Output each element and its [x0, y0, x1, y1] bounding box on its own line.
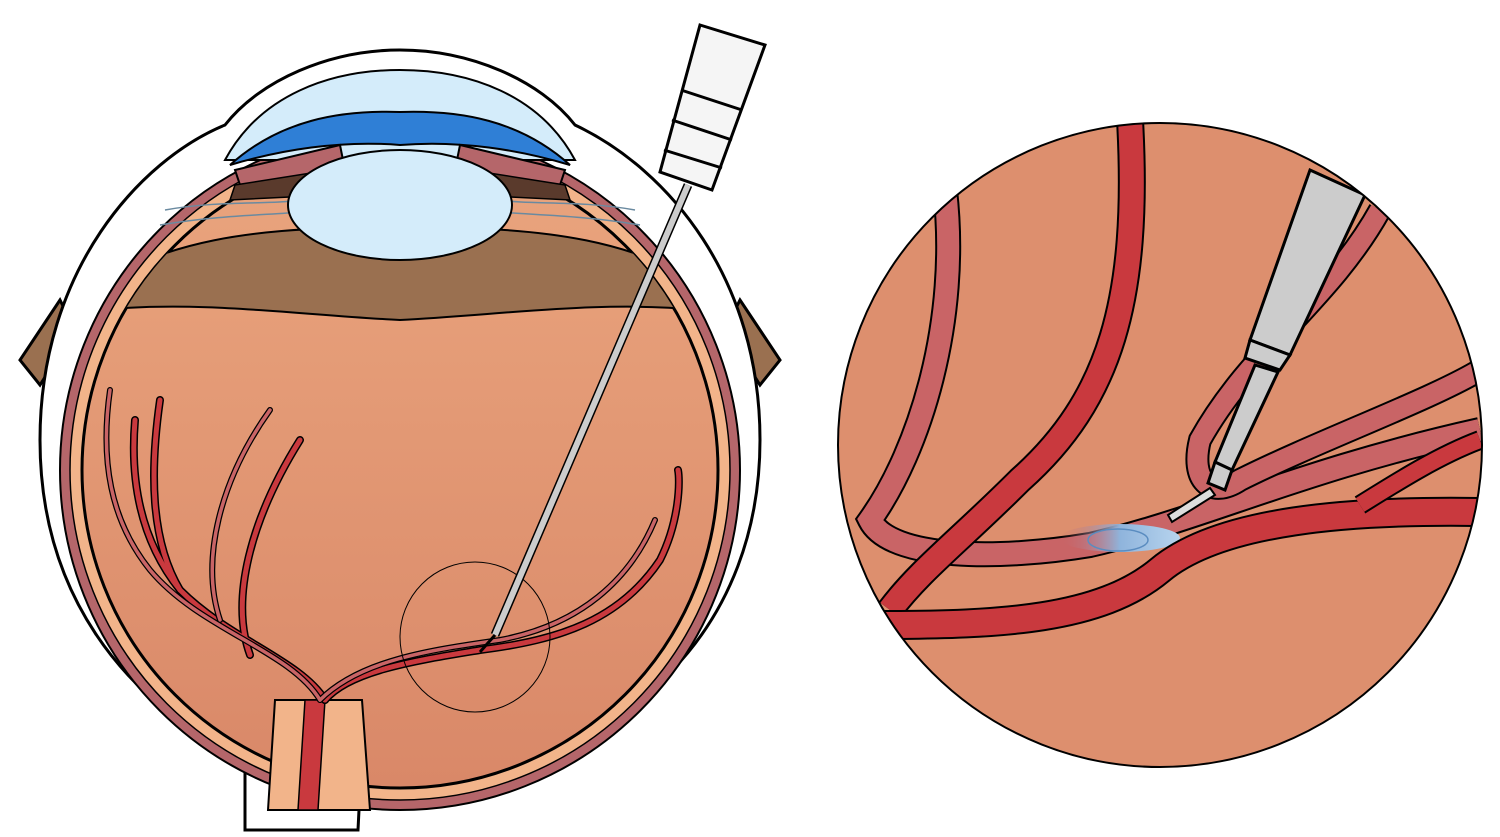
injection-instrument — [478, 23, 767, 653]
ciliary-body — [82, 226, 718, 322]
magnified-view — [837, 122, 1483, 768]
lens — [287, 149, 513, 261]
iris — [229, 110, 571, 166]
magnification-region — [399, 561, 551, 713]
retinal-vessels — [103, 387, 683, 704]
magnified-instrument — [1166, 167, 1368, 524]
eye-cross-section — [18, 23, 782, 832]
subretinal-bleb — [1060, 524, 1180, 552]
